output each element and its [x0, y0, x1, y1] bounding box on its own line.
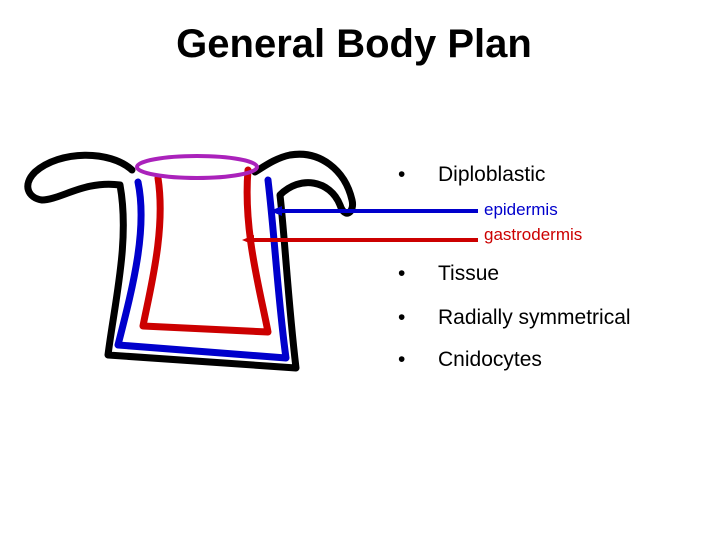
epidermis-label: epidermis — [484, 200, 558, 219]
gastrodermis-layer — [139, 166, 272, 336]
bullet-text: Tissue — [438, 262, 500, 285]
bullet-text: Cnidocytes — [438, 348, 542, 371]
bullet-item-cnidocytes: • Cnidocytes — [398, 348, 542, 372]
slide-title: General Body Plan — [176, 22, 532, 66]
bullet-item-tissue: • Tissue — [398, 262, 499, 286]
bullet-text: Diploblastic — [438, 163, 546, 186]
epidermis-layer — [114, 176, 290, 362]
gastrodermis-label: gastrodermis — [484, 225, 583, 244]
bullet-text: Radially symmetrical — [438, 306, 631, 329]
epidermis-pointer-arrowhead — [270, 206, 282, 216]
bullet-glyph: • — [398, 306, 406, 329]
bullet-glyph: • — [398, 262, 406, 285]
body-outline — [24, 150, 357, 372]
bullet-glyph: • — [398, 348, 406, 371]
gastrodermis-pointer-arrowhead — [242, 235, 254, 245]
bullet-item-radially-symmetrical: • Radially symmetrical — [398, 306, 631, 330]
bullet-item-diploblastic: • Diploblastic — [398, 163, 545, 187]
bullet-glyph: • — [398, 163, 406, 186]
mouth-opening — [135, 154, 259, 180]
